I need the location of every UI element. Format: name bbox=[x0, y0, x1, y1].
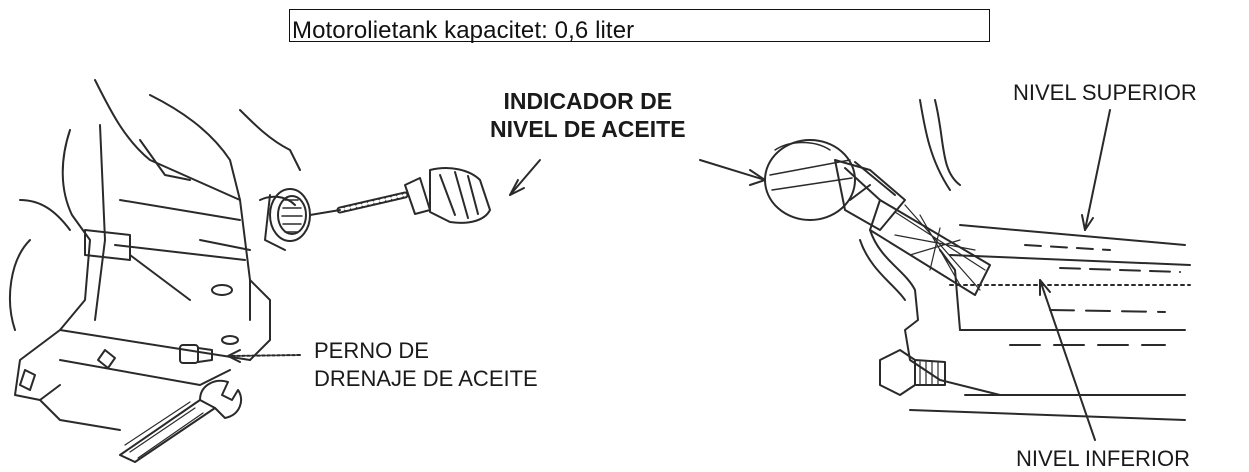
dipstick-arrow-right bbox=[700, 160, 765, 180]
caption-box: Motorolietank kapacitet: 0,6 liter bbox=[289, 9, 990, 44]
dipstick-inserted bbox=[765, 140, 990, 295]
drain-bolt bbox=[180, 345, 212, 363]
engine-crankcase-drawing bbox=[10, 80, 300, 430]
crankcase-cross-section bbox=[860, 100, 1190, 420]
drain-bolt-label-line2: DRENAJE DE ACEITE bbox=[314, 366, 538, 391]
lower-level-label: NIVEL INFERIOR bbox=[1016, 446, 1190, 471]
dipstick-arrow-left bbox=[510, 160, 540, 195]
upper-level-label: NIVEL SUPERIOR bbox=[1013, 80, 1197, 105]
dipstick-label-line1: INDICADOR DE bbox=[503, 88, 673, 114]
drain-bolt-label: PERNO DE DRENAJE DE ACEITE bbox=[314, 337, 538, 393]
dipstick-removed bbox=[310, 168, 490, 223]
lower-level-arrow bbox=[1040, 280, 1095, 440]
wrench bbox=[120, 381, 241, 462]
upper-level-arrow bbox=[1085, 110, 1110, 230]
dipstick-label-line2: NIVEL DE ACEITE bbox=[490, 116, 686, 142]
lower-bolt bbox=[880, 350, 945, 395]
fill-tube-opening bbox=[265, 189, 310, 250]
drain-bolt-label-line1: PERNO DE bbox=[314, 338, 429, 363]
dipstick-label: INDICADOR DE NIVEL DE ACEITE bbox=[490, 87, 686, 143]
drain-bolt-arrow bbox=[230, 355, 300, 356]
caption-text: Motorolietank kapacitet: 0,6 liter bbox=[292, 17, 635, 44]
